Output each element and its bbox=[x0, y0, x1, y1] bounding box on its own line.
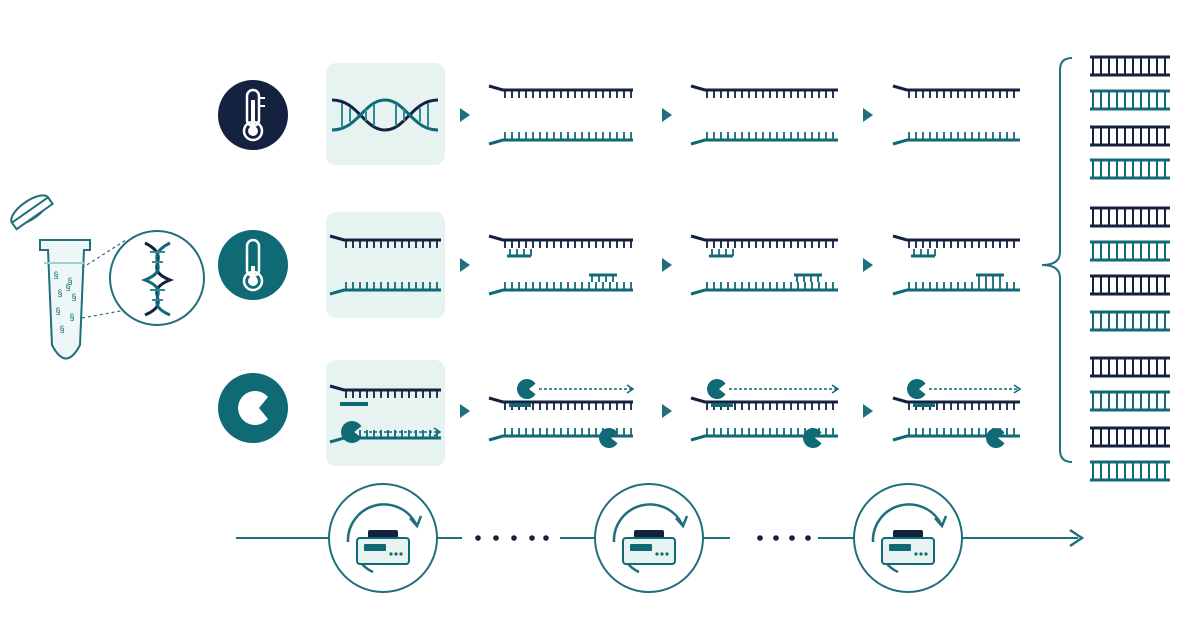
ellipsis-dot bbox=[493, 535, 499, 541]
template-strand-bottom bbox=[892, 132, 1020, 146]
ellipsis-dot bbox=[529, 535, 535, 541]
dna-strands-layer bbox=[329, 84, 1022, 448]
extension-direction-arrow bbox=[539, 384, 635, 394]
step-arrow bbox=[662, 404, 672, 418]
timeline-arrowhead bbox=[1069, 528, 1085, 548]
dna-speck: § bbox=[59, 324, 64, 334]
template-strand-top bbox=[690, 396, 838, 410]
products-brace bbox=[1041, 57, 1073, 463]
tube-body bbox=[39, 239, 91, 360]
dna-speck: § bbox=[65, 282, 70, 292]
step-icon-annealing bbox=[218, 230, 288, 300]
ellipsis-dot bbox=[789, 535, 795, 541]
panel-extension bbox=[326, 360, 445, 466]
template-strand-top bbox=[892, 84, 1020, 98]
polymerase-enzyme bbox=[341, 421, 362, 444]
template-strand-top bbox=[892, 234, 1020, 248]
cycle-timeline bbox=[236, 483, 1085, 593]
step-arrow bbox=[460, 404, 470, 418]
dna-speck: § bbox=[55, 306, 60, 316]
amplified-products bbox=[1090, 55, 1170, 482]
dna-duplex-icon bbox=[1090, 356, 1170, 378]
template-strand-bottom bbox=[892, 282, 1020, 296]
template-strand-top bbox=[690, 84, 838, 98]
template-strand-bottom bbox=[488, 132, 633, 146]
step-arrow bbox=[863, 258, 873, 272]
primer bbox=[794, 273, 822, 282]
primer bbox=[976, 273, 1004, 282]
dna-duplex-icon bbox=[1090, 274, 1170, 296]
dna-duplex-icon bbox=[1090, 89, 1170, 111]
step-arrow bbox=[662, 108, 672, 122]
thermal-cycler-icon bbox=[594, 483, 704, 593]
ellipsis-dot bbox=[511, 535, 517, 541]
template-strand-bottom bbox=[690, 132, 838, 146]
dna-duplex-icon bbox=[1090, 390, 1170, 412]
extension-direction-arrow bbox=[929, 384, 1022, 394]
template-strand-top bbox=[488, 84, 633, 98]
template-strand-top bbox=[690, 234, 838, 248]
thermal-cycler-icon bbox=[853, 483, 963, 593]
polymerase-enzyme bbox=[803, 428, 822, 448]
primer bbox=[709, 249, 734, 258]
dna-speck: § bbox=[67, 276, 72, 286]
primer bbox=[589, 273, 617, 282]
dna-speck: § bbox=[53, 270, 58, 280]
template-strand-top bbox=[329, 234, 441, 248]
extension-direction-arrow bbox=[729, 384, 840, 394]
step-icon-extension bbox=[218, 373, 288, 443]
primer bbox=[911, 249, 936, 258]
template-strand-bottom bbox=[690, 282, 838, 296]
polymerase-enzyme bbox=[517, 379, 536, 399]
template-strand-top bbox=[892, 396, 1020, 410]
panel-denaturation bbox=[326, 63, 445, 165]
template-strand-bottom bbox=[329, 282, 441, 296]
timeline-ellipsis bbox=[475, 535, 811, 541]
ellipsis-dot bbox=[773, 535, 779, 541]
dna-duplex-icon bbox=[1090, 460, 1170, 482]
ellipsis-dot bbox=[805, 535, 811, 541]
dna-duplex-icon bbox=[1090, 125, 1170, 147]
step-arrow bbox=[863, 108, 873, 122]
polymerase-enzyme bbox=[707, 379, 726, 399]
dna-speck: § bbox=[69, 312, 74, 322]
dna-speck: § bbox=[71, 292, 76, 302]
template-strand-top bbox=[329, 384, 441, 398]
template-strand-top bbox=[488, 234, 633, 248]
step-arrow bbox=[460, 108, 470, 122]
dna-duplex-icon bbox=[1090, 426, 1170, 448]
ellipsis-dot bbox=[543, 535, 549, 541]
dna-duplex-icon bbox=[1090, 158, 1170, 180]
dna-double-helix bbox=[331, 98, 439, 132]
polymerase-enzyme bbox=[907, 379, 926, 399]
dna-helix-icon bbox=[140, 241, 175, 317]
primer bbox=[507, 249, 532, 258]
polymerase-enzyme bbox=[986, 428, 1005, 448]
polymerase-icon bbox=[238, 391, 268, 425]
step-arrow bbox=[662, 258, 672, 272]
dna-speck: § bbox=[57, 288, 62, 298]
step-arrow bbox=[460, 258, 470, 272]
thermal-cycler-icon bbox=[328, 483, 438, 593]
thermometer-cool-icon bbox=[242, 238, 264, 292]
ellipsis-dot bbox=[757, 535, 763, 541]
tube-dna-specks: §§§§§§§§ bbox=[53, 270, 76, 334]
step-icon-denaturation bbox=[218, 80, 288, 150]
dna-duplex-icon bbox=[1090, 240, 1170, 262]
thermometer-hot-icon bbox=[242, 88, 265, 142]
ellipsis-dot bbox=[475, 535, 481, 541]
polymerase-enzyme bbox=[599, 428, 618, 448]
dna-duplex-icon bbox=[1090, 310, 1170, 332]
dna-duplex-icon bbox=[1090, 55, 1170, 77]
dna-duplex-icon bbox=[1090, 206, 1170, 228]
sample-tube: §§§§§§§§ bbox=[10, 194, 127, 360]
magnifier-circle bbox=[109, 230, 205, 326]
extension-direction-arrow bbox=[364, 427, 442, 437]
panel-annealing bbox=[326, 212, 445, 318]
template-strand-bottom bbox=[488, 282, 633, 296]
tube-cap bbox=[10, 194, 55, 231]
step-arrow bbox=[863, 404, 873, 418]
